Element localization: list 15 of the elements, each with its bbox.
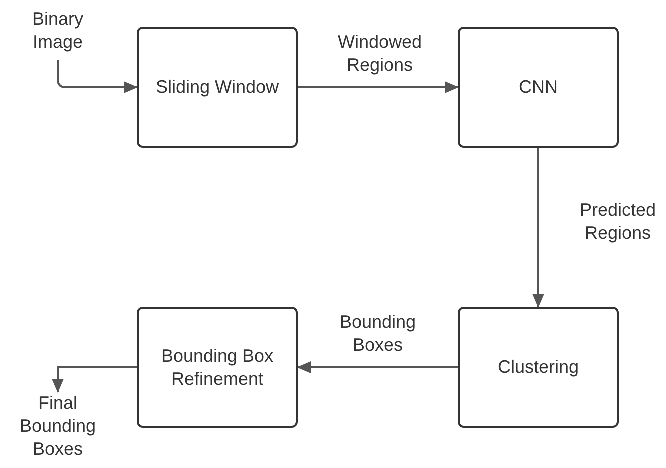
arrow — [532, 148, 544, 308]
process-box — [137, 27, 298, 148]
box-label: Sliding Window — [156, 76, 280, 99]
arrow — [57, 60, 138, 94]
process-box — [137, 307, 298, 428]
arrow — [297, 362, 458, 374]
process-box — [458, 27, 619, 148]
process-box — [458, 307, 619, 428]
arrow — [52, 366, 137, 393]
box-label: Clustering — [498, 356, 580, 379]
box-label: CNN — [519, 76, 558, 99]
arrow — [298, 82, 459, 94]
text-label: Binary Image — [18, 8, 98, 60]
box-label: Bounding Box Refinement — [160, 344, 275, 390]
text-label: Final Bounding Boxes — [0, 392, 116, 464]
